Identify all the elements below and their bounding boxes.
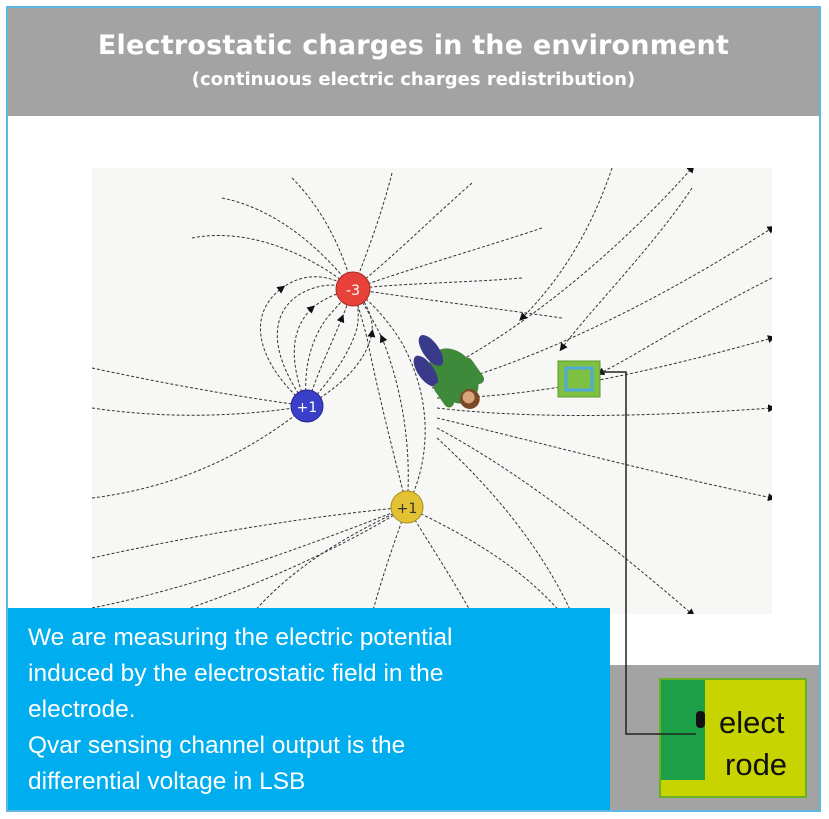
charge-negative-3: -3 bbox=[335, 271, 371, 307]
charge-label: +1 bbox=[397, 501, 418, 517]
field-line bbox=[436, 427, 696, 614]
charge-label: +1 bbox=[297, 400, 318, 416]
caption-line: induced by the electrostatic field in th… bbox=[28, 660, 444, 687]
field-lines-canvas: -3 +1 +1 bbox=[92, 168, 772, 614]
field-line bbox=[249, 506, 408, 614]
electrode-pad bbox=[661, 680, 705, 780]
electrode-label-line1: elect bbox=[719, 705, 785, 740]
person-top-view-icon bbox=[413, 335, 485, 409]
field-line bbox=[276, 283, 357, 407]
electrode-label: elect rode bbox=[719, 702, 787, 786]
charge-positive-1-yellow: +1 bbox=[390, 490, 424, 524]
field-line bbox=[436, 335, 772, 399]
charge-positive-1-blue: +1 bbox=[290, 389, 324, 423]
field-line bbox=[436, 404, 772, 416]
field-line bbox=[596, 277, 772, 375]
electrode-sensor-icon bbox=[557, 360, 601, 398]
field-line bbox=[349, 277, 523, 293]
field-line bbox=[519, 168, 613, 321]
charge-label: -3 bbox=[346, 283, 360, 299]
field-line bbox=[291, 177, 356, 293]
field-line bbox=[92, 402, 311, 416]
field-line bbox=[350, 285, 408, 508]
field-line bbox=[293, 286, 357, 407]
field-line bbox=[369, 506, 408, 614]
slide-title: Electrostatic charges in the environment bbox=[97, 30, 730, 61]
caption-line: differential voltage in LSB bbox=[28, 768, 306, 795]
field-line bbox=[92, 504, 411, 609]
field-line bbox=[221, 197, 356, 293]
field-line bbox=[436, 437, 574, 614]
electrode-contact-dot bbox=[696, 711, 705, 728]
field-line bbox=[406, 506, 565, 614]
field-line bbox=[306, 286, 376, 407]
field-line bbox=[349, 285, 563, 319]
field-line bbox=[436, 417, 772, 502]
caption-line: electrode. bbox=[28, 696, 136, 723]
field-line bbox=[259, 276, 357, 407]
caption-box: We are measuring the electric potential … bbox=[8, 608, 610, 810]
electrode-box: elect rode bbox=[659, 678, 807, 798]
electric-field-diagram: -3 +1 +1 bbox=[92, 168, 772, 614]
header-banner: Electrostatic charges in the environment… bbox=[8, 8, 819, 116]
field-line bbox=[349, 182, 473, 292]
field-line bbox=[92, 403, 311, 499]
electrode-label-line2: rode bbox=[725, 747, 788, 782]
field-line bbox=[191, 235, 357, 292]
field-line bbox=[426, 168, 695, 379]
field-line bbox=[350, 285, 409, 508]
slide-subtitle: (continuous electric charges redistribut… bbox=[191, 69, 636, 90]
slide-frame: Electrostatic charges in the environment… bbox=[6, 6, 821, 812]
caption-line: Qvar sensing channel output is the bbox=[28, 732, 406, 759]
caption-line: We are measuring the electric potential bbox=[28, 624, 453, 651]
field-line bbox=[349, 227, 543, 292]
field-line bbox=[171, 504, 411, 614]
field-line bbox=[92, 503, 411, 559]
field-line bbox=[431, 225, 772, 389]
field-line bbox=[92, 367, 311, 410]
field-lines bbox=[92, 168, 772, 614]
field-line bbox=[350, 172, 393, 293]
field-line bbox=[559, 187, 693, 352]
field-line bbox=[349, 286, 426, 508]
